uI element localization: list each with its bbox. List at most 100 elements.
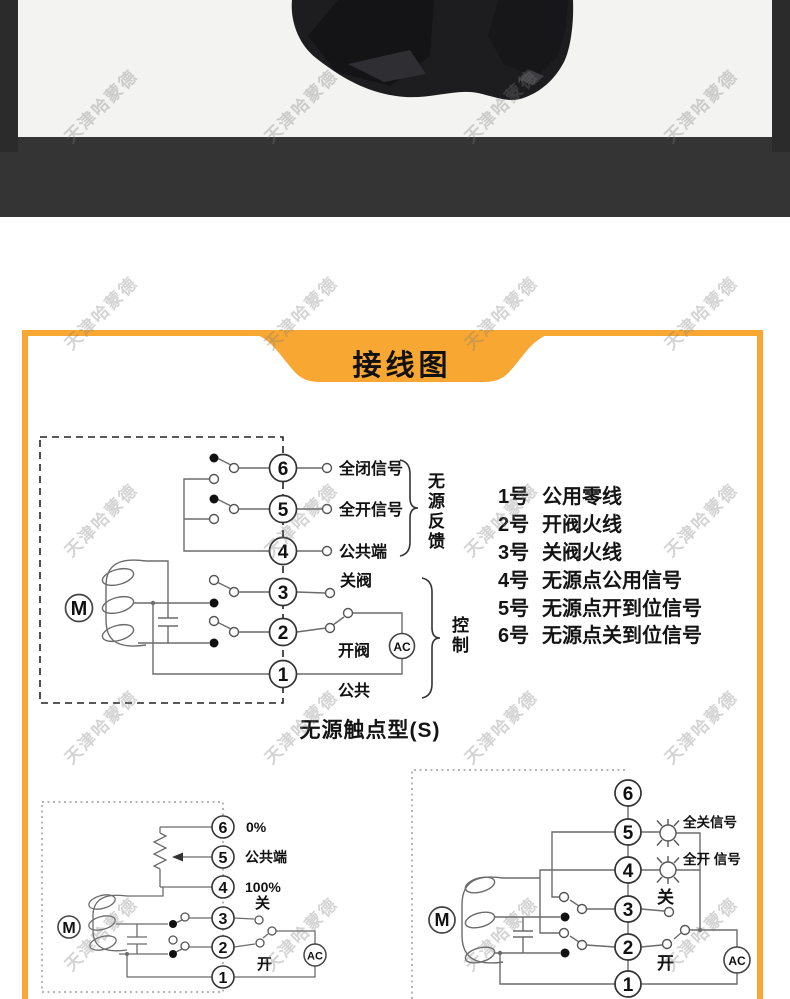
terminal-6: 6	[614, 779, 642, 807]
ac-source-symbol: AC	[723, 946, 751, 974]
legend-label: 无源点公用信号	[542, 569, 682, 592]
svg-text:4: 4	[219, 880, 228, 897]
actuator-housing-border	[39, 436, 284, 704]
banner-shape	[240, 330, 564, 382]
legend-label: 公用零线	[542, 486, 622, 509]
label-close-valve: 关阀	[340, 571, 372, 590]
terminal-column: 6 5 4 3 2 1	[268, 453, 298, 689]
terminal-4: 4	[268, 536, 298, 566]
motor-label: M	[62, 920, 75, 937]
svg-text:6: 6	[623, 784, 634, 805]
terminal-column: 6 5 4 3 2 1	[211, 815, 235, 989]
motor-windings	[101, 567, 135, 643]
legend-row-6: 6号无源点关到位信号	[498, 620, 758, 648]
wiring-diagram-panel: 接线图	[22, 330, 763, 999]
svg-text:3: 3	[623, 900, 634, 921]
legend-num: 3号	[498, 542, 530, 564]
legend-num: 5号	[498, 597, 530, 620]
motor-symbol: M	[428, 906, 456, 934]
full-close-lamp-icon	[656, 819, 680, 847]
legend-row-3: 3号关阀火线	[498, 537, 758, 565]
legend-label: 关阀火线	[542, 542, 622, 564]
terminal-5: 5	[614, 818, 642, 846]
terminal-4: 4	[211, 875, 235, 899]
label-full-close-signal: 全关信号	[682, 814, 737, 830]
legend-num: 2号	[498, 514, 530, 537]
svg-text:1: 1	[623, 975, 634, 996]
diagram-potentiometer: M AC 6 5	[35, 795, 375, 999]
potentiometer-resistor	[152, 832, 168, 870]
photo-left-margin	[0, 0, 18, 152]
ac-source-symbol: AC	[303, 943, 327, 967]
group-braces	[399, 459, 441, 699]
svg-text:2: 2	[278, 623, 289, 644]
terminal-6: 6	[211, 815, 235, 839]
terminal-1: 1	[211, 965, 235, 989]
wire-labels: 全关信号 全开 信号 关 开	[657, 814, 741, 973]
product-photo	[18, 0, 772, 137]
terminal-legend: 1号公用零线 2号开阀火线 3号关阀火线 4号无源点公用信号 5号无源点开到位信…	[498, 481, 758, 648]
svg-text:1: 1	[278, 665, 289, 686]
actuator-housing-border	[411, 769, 627, 999]
control-brace	[421, 577, 441, 699]
wires	[105, 457, 403, 675]
legend-label: 无源点关到位信号	[542, 625, 702, 648]
legend-num: 1号	[498, 486, 530, 509]
terminal-2: 2	[268, 617, 298, 647]
wire-labels: 0% 公共端 100% 关 开	[245, 819, 287, 973]
label-100-percent: 100%	[245, 879, 281, 895]
svg-text:4: 4	[623, 861, 634, 882]
label-close: 关	[255, 894, 270, 912]
svg-text:5: 5	[623, 823, 634, 844]
switch-contacts	[497, 891, 703, 958]
terminal-2: 2	[211, 935, 235, 959]
terminal-2: 2	[614, 933, 642, 961]
label-close: 关	[657, 887, 674, 907]
motor-label: M	[435, 910, 450, 930]
label-full-open-signal: 全开 信号	[682, 851, 741, 867]
svg-text:5: 5	[219, 850, 228, 867]
label-common: 公共	[338, 682, 370, 700]
potentiometer-arrow	[172, 852, 183, 862]
label-open-valve: 开阀	[338, 641, 370, 660]
lamp-symbols	[656, 819, 680, 884]
label-full-open-signal: 全开信号	[338, 500, 403, 519]
label-open: 开	[257, 956, 272, 973]
ac-label: AC	[307, 951, 323, 963]
ac-label: AC	[393, 640, 411, 654]
wire-labels: 全闭信号 全开信号 公共端 关阀 开阀 公共	[338, 459, 403, 700]
legend-row-2: 2号开阀火线	[498, 509, 758, 537]
legend-label: 开阀火线	[542, 514, 622, 537]
legend-row-4: 4号无源点公用信号	[498, 564, 758, 592]
diagram-lamp-feedback: M	[400, 763, 770, 999]
svg-text:6: 6	[278, 459, 289, 480]
terminal-3: 3	[211, 906, 235, 930]
svg-text:2: 2	[623, 938, 634, 959]
terminal-5: 5	[268, 494, 298, 524]
terminal-3: 3	[614, 895, 642, 923]
switch-contacts	[150, 453, 354, 648]
wires	[92, 826, 316, 978]
motor-windings	[464, 876, 496, 964]
terminal-6: 6	[268, 453, 298, 483]
motor-symbol: M	[64, 593, 94, 623]
label-open: 开	[657, 954, 674, 973]
terminal-1: 1	[268, 659, 298, 689]
terminal-1: 1	[614, 970, 642, 998]
switch-contacts	[125, 912, 277, 958]
feedback-group-label: 无源反馈	[425, 472, 444, 552]
label-0-percent: 0%	[246, 819, 267, 835]
terminal-3: 3	[268, 577, 298, 607]
svg-text:3: 3	[278, 583, 289, 604]
panel-title: 接线图	[352, 350, 452, 382]
motor-symbol: M	[57, 915, 81, 939]
svg-text:2: 2	[219, 940, 228, 957]
actuator-photo-shape	[291, 0, 574, 100]
label-common-terminal: 公共端	[245, 849, 287, 865]
motor-label: M	[71, 598, 88, 620]
legend-row-1: 1号公用零线	[498, 481, 758, 509]
svg-text:6: 6	[219, 820, 228, 837]
ac-source-symbol: AC	[388, 632, 416, 660]
legend-num: 4号	[498, 569, 530, 592]
